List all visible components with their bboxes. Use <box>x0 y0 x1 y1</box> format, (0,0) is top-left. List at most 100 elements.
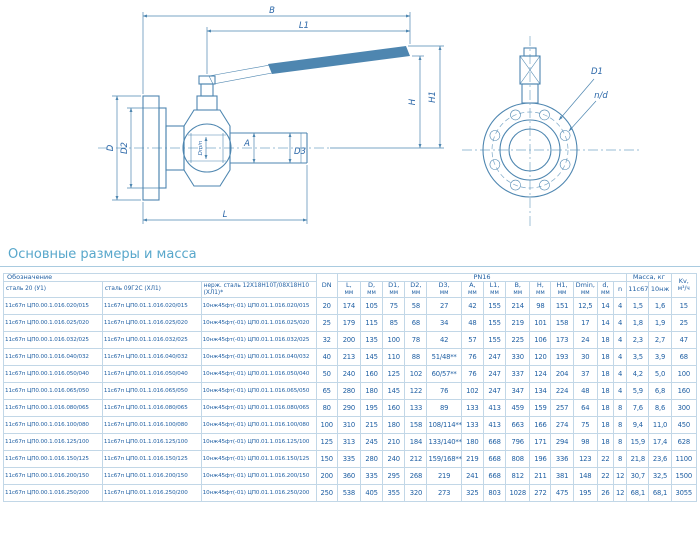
dim-L-cell: 290 <box>336 398 361 417</box>
dim-D3-cell: 219 <box>426 466 462 485</box>
valve-side-view: B L1 H H1 D <box>98 6 444 224</box>
dim-column-header-L: L,мм <box>336 281 361 298</box>
dim-label-d3: D3 <box>294 147 306 157</box>
dim-H-cell: 272 <box>529 483 552 502</box>
dim-column-header-D2: D2,мм <box>404 281 428 298</box>
dim-B-cell: 812 <box>505 466 531 485</box>
mass-11s67p-cell: 30,7 <box>626 466 650 485</box>
dim-D1-cell: 210 <box>382 432 406 451</box>
dim-A-cell: 241 <box>460 466 484 485</box>
dn-cell: 125 <box>315 432 338 451</box>
dn-cell: 150 <box>315 449 338 468</box>
designation-steel20-cell: 11с67п ЦП0.00.1.016.050/040 <box>3 364 103 383</box>
dim-H1-cell: 204 <box>550 364 574 383</box>
dim-D1-cell: 125 <box>382 364 406 383</box>
designation-steel20-cell: 11с67п ЦП0.00.1.016.150/125 <box>3 449 103 468</box>
dim-L-cell: 240 <box>336 364 361 383</box>
dim-column-header-H1: H1,мм <box>550 281 574 298</box>
dim-L-cell: 174 <box>336 296 361 315</box>
dim-A-cell: 219 <box>460 449 484 468</box>
dim-A-cell: 57 <box>460 330 484 349</box>
bolt-circle <box>491 111 569 189</box>
dim-d-cell: 18 <box>596 364 614 383</box>
section-title: Основные размеры и масса <box>8 247 197 262</box>
dim-D3-cell: 51/48** <box>426 347 462 366</box>
dim-D-cell: 215 <box>359 415 384 434</box>
dim-D1-cell: 145 <box>382 381 406 400</box>
designation-steel09g2s-cell: 11с67п ЦП0.01.1.016.065/050 <box>101 381 202 400</box>
stainless-column-header: нерж. сталь 12Х18Н10Т/08Х18Н10 (ХЛ1)* <box>200 281 317 298</box>
dim-L-cell: 360 <box>336 466 361 485</box>
section-header: Основные размеры и масса <box>0 244 700 267</box>
designation-steel20-cell: 11с67п ЦП0.00.1.016.032/025 <box>3 330 103 349</box>
dim-H1-cell: 173 <box>550 330 574 349</box>
header-row-columns: сталь 20 (У1) сталь 09Г2С (ХЛ1) нерж. ст… <box>3 281 697 298</box>
mass-10nzh-cell: 17,4 <box>648 432 672 451</box>
dim-column-header-D1: D1,мм <box>382 281 406 298</box>
dim-D-cell: 280 <box>359 449 384 468</box>
dn-column-header: DN <box>315 273 338 298</box>
designation-steel09g2s-cell: 11с67п ЦП0.01.1.016.125/100 <box>101 432 202 451</box>
designation-steel20-cell: 11с67п ЦП0.00.1.016.065/050 <box>3 381 103 400</box>
mass-group-header: Масса, кг <box>626 272 672 283</box>
front-view-dimensions: D1 n/d <box>558 67 608 132</box>
dim-B-cell: 330 <box>505 347 531 366</box>
dim-B-cell: 219 <box>505 313 531 332</box>
dim-column-header-d: d,мм <box>596 281 614 298</box>
dim-A-cell: 133 <box>460 415 484 434</box>
dn-cell: 40 <box>315 347 338 366</box>
kv-label: Kv, <box>678 277 689 286</box>
dim-D-cell: 195 <box>359 398 384 417</box>
dim-column-header-D: D,мм <box>359 281 384 298</box>
dim-H-cell: 166 <box>529 415 552 434</box>
dim-D2-cell: 133 <box>404 398 428 417</box>
dim-B-cell: 347 <box>505 381 531 400</box>
mass-11s67p-cell: 1,8 <box>626 313 650 332</box>
kv-cell: 47 <box>670 330 698 349</box>
dim-B-cell: 663 <box>505 415 531 434</box>
designation-steel09g2s-cell: 11с67п ЦП0.01.1.016.040/032 <box>101 347 202 366</box>
dim-label-l1: L1 <box>299 21 309 31</box>
dim-L1-cell: 668 <box>482 432 507 451</box>
steel09g2s-column-header: сталь 09Г2С (ХЛ1) <box>101 281 202 298</box>
front-stem <box>519 47 541 104</box>
dim-D3-cell: 273 <box>426 483 462 502</box>
dim-L1-cell: 413 <box>482 398 507 417</box>
dim-A-cell: 42 <box>460 296 484 315</box>
designation-steel20-cell: 11с67п ЦП0.00.1.016.040/032 <box>3 347 103 366</box>
dim-H1-cell: 224 <box>550 381 574 400</box>
dim-n-cell: 12 <box>612 466 628 485</box>
dim-A-cell: 76 <box>460 364 484 383</box>
dim-n-cell: 8 <box>612 432 628 451</box>
mass-11s67p-cell: 21,8 <box>626 449 650 468</box>
dim-label-d2: D2 <box>120 142 130 154</box>
kv-cell: 160 <box>670 381 698 400</box>
dim-H-cell: 120 <box>529 347 552 366</box>
designation-stainless-cell: 10нж45фт(-01) ЦП0.01.1.016.100/080 <box>200 415 317 434</box>
designation-stainless-cell: 10нж45фт(-01) ЦП0.01.1.016.065/050 <box>200 381 317 400</box>
dim-H1-cell: 158 <box>550 313 574 332</box>
dim-H1-cell: 151 <box>550 296 574 315</box>
dim-D3-cell: 133/140** <box>426 432 462 451</box>
dim-D3-cell: 159/168** <box>426 449 462 468</box>
dim-B-cell: 808 <box>505 449 531 468</box>
dn-cell: 20 <box>315 296 338 315</box>
kv-cell: 100 <box>670 364 698 383</box>
mass-10nzh-cell: 5,0 <box>648 364 672 383</box>
mass-10nzh-cell: 1,6 <box>648 296 672 315</box>
dim-Dmin-cell: 37 <box>572 364 598 383</box>
dim-H-cell: 171 <box>529 432 552 451</box>
dim-d-cell: 18 <box>596 415 614 434</box>
pn16-group-header: PN16 <box>336 272 628 283</box>
dim-H1-cell: 257 <box>550 398 574 417</box>
dim-D-cell: 135 <box>359 330 384 349</box>
designation-steel20-cell: 11с67п ЦП0.00.1.016.250/200 <box>3 483 103 502</box>
dim-label-dmin: Dmin <box>198 140 204 155</box>
mass-10nzh-header: 10нж <box>648 281 672 298</box>
